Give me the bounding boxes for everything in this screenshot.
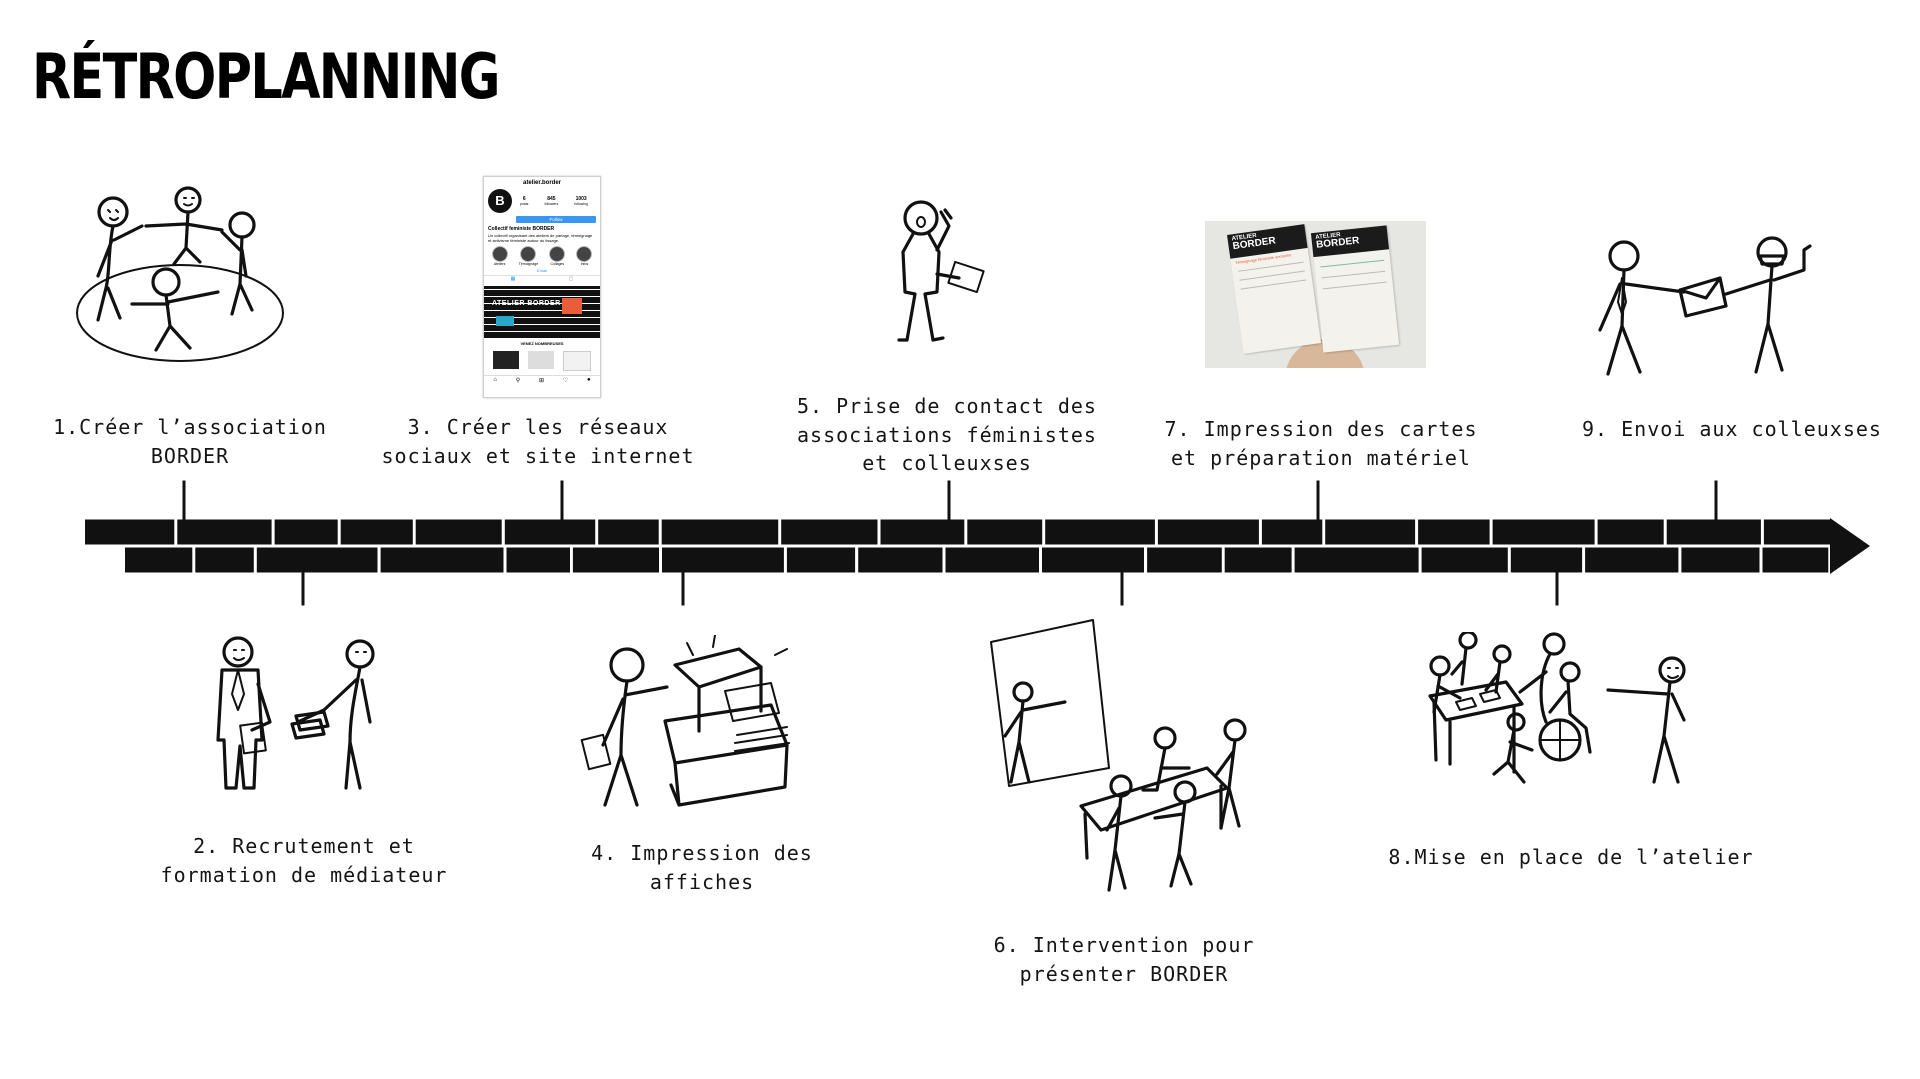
timeline-brick [1762, 547, 1829, 573]
step-2-label: 2. Recrutement et formation de médiateur [160, 834, 448, 887]
ig-bio: Un collectif organisant des ateliers de … [488, 233, 593, 243]
timeline-brick [661, 519, 779, 545]
step-4-label: 4. Impression des affiches [591, 841, 813, 894]
step-6-label: 6. Intervention pour présenter BORDER [993, 933, 1255, 986]
home-icon[interactable]: ⌂ [493, 377, 498, 383]
timeline-brick [1261, 519, 1323, 545]
presentation-group-icon [985, 618, 1260, 898]
step-7-label: 7. Impression des cartes et préparation … [1164, 417, 1478, 470]
printer-person-icon [575, 635, 815, 815]
timeline-brick [662, 547, 784, 573]
timeline-brick [504, 519, 596, 545]
ig-tab-bar: ▦ ▢ [484, 275, 600, 284]
page-title: RÉTROPLANNING [32, 40, 501, 113]
timeline-brick [1681, 547, 1760, 573]
timeline-brick [1510, 547, 1583, 573]
timeline-brick [1147, 547, 1222, 573]
timeline-brick [967, 519, 1043, 545]
timeline-brick [1224, 547, 1292, 573]
profile-icon[interactable]: ● [586, 377, 591, 383]
grid-icon[interactable]: ▦ [510, 276, 516, 282]
ig-stat-label: followers [544, 202, 559, 206]
printed-cards-photo: ATELIER BORDER Témoignage féministe anon… [1205, 221, 1426, 368]
timeline-brick [195, 547, 254, 573]
timeline-brick [1418, 519, 1490, 545]
step-5-label: 5. Prise de contact des associations fém… [797, 394, 1097, 475]
timeline-brick [85, 519, 175, 545]
timeline-brick [1157, 519, 1259, 545]
ig-follow-button[interactable]: Follow [516, 216, 596, 223]
ig-highlight-label: Ateliers [493, 262, 506, 266]
card-right: ATELIER BORDER [1310, 225, 1400, 353]
handshake-document-icon [200, 630, 400, 800]
ig-post-wall: ATELIER BORDER [484, 286, 600, 338]
timeline-brick [177, 519, 272, 545]
timeline-brick [1597, 519, 1664, 545]
step-3-label: 3. Créer les réseaux sociaux et site int… [381, 415, 695, 468]
timeline-brick [340, 519, 413, 545]
timeline-brick [1666, 519, 1761, 545]
timeline-brick [256, 547, 378, 573]
ig-highlight-label: Infos [580, 262, 589, 266]
ig-highlight-icon[interactable] [549, 246, 566, 262]
ig-profile-name: Collectif feministe BORDER [488, 226, 555, 232]
ig-stat-value: 845 [547, 196, 556, 202]
ig-highlight-icon[interactable] [491, 246, 508, 262]
ig-highlight-label: Collages [550, 262, 565, 266]
envelope-handoff-icon [1580, 230, 1840, 380]
ig-stat-value: 6 [522, 196, 526, 202]
timeline-brick [415, 519, 502, 545]
heart-icon[interactable]: ♡ [562, 378, 569, 384]
step-1-label: 1.Créer l’association BORDER [53, 415, 327, 468]
timeline-brick [1492, 519, 1595, 545]
ig-avatar: B [488, 189, 512, 213]
timeline-arrowhead [1830, 518, 1870, 574]
timeline-brick [125, 547, 193, 573]
ig-post-thumb[interactable] [492, 351, 519, 369]
timeline-brick [786, 547, 856, 573]
card-left: ATELIER BORDER Témoignage féministe anon… [1227, 224, 1321, 354]
timeline-brick [880, 519, 965, 545]
timeline-brick [598, 519, 659, 545]
search-icon[interactable]: ⚲ [515, 378, 521, 384]
ig-wall-text: ATELIER BORDER [492, 300, 561, 307]
timeline-brick [781, 519, 878, 545]
timeline-brick [1421, 547, 1508, 573]
ig-bottom-nav: ⌂ ⚲ ⊞ ♡ ● [484, 375, 600, 384]
step-8-label: 8.Mise en place de l’atelier [1388, 845, 1754, 869]
ig-stat-label: following [574, 202, 588, 206]
ig-stat-label: posts [520, 202, 529, 206]
timeline-brick [380, 547, 504, 573]
people-circle-icon [70, 180, 290, 380]
timeline-brick [1294, 547, 1419, 573]
timeline-brick [858, 547, 943, 573]
timeline-brick [1045, 519, 1155, 545]
ig-wall-sticker [562, 298, 582, 314]
tagged-icon[interactable]: ▢ [568, 276, 574, 282]
add-icon[interactable]: ⊞ [538, 378, 545, 384]
timeline-brick [1763, 519, 1830, 545]
ig-highlight-icon[interactable] [576, 246, 593, 262]
ig-email-link[interactable]: Email [536, 268, 547, 273]
timeline-brick [945, 547, 1039, 573]
timeline-brick [572, 547, 659, 573]
ig-highlight-label: Témoignage [518, 262, 539, 266]
ig-post-thumb[interactable] [527, 351, 554, 369]
timeline-brick [1042, 547, 1144, 573]
timeline-brick [1325, 519, 1416, 545]
ig-footer-text: VENEZ NOMBREUSES [520, 341, 564, 346]
step-9-label: 9. Envoi aux colleuxses [1582, 417, 1882, 441]
timeline-brick [506, 547, 570, 573]
ig-stat-value: 1003 [575, 196, 587, 202]
ig-username: atelier.border [522, 180, 561, 186]
workshop-group-icon [1410, 632, 1700, 792]
ig-wall-sticker [496, 316, 514, 326]
timeline-brick [274, 519, 338, 545]
phone-call-person-icon [885, 192, 995, 342]
timeline-brick [1585, 547, 1679, 573]
ig-highlight-icon[interactable] [520, 246, 537, 262]
ig-post-thumb[interactable] [563, 351, 592, 371]
